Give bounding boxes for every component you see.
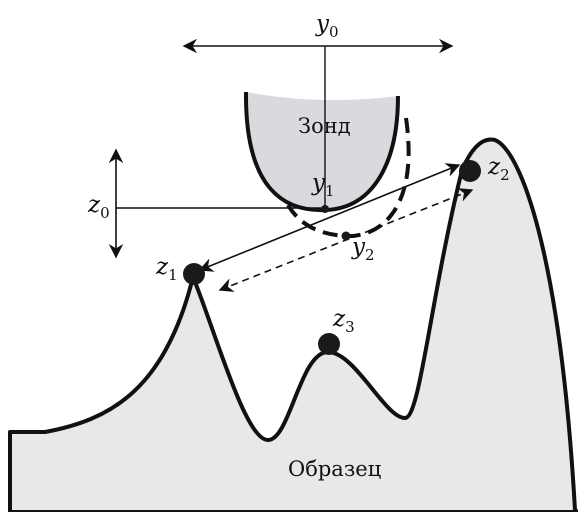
label-y1: y1: [311, 170, 335, 200]
label-y2: y2: [351, 234, 375, 264]
probe-label: Зонд: [298, 114, 351, 138]
point-z2: [459, 160, 481, 182]
label-z0: z0: [87, 192, 110, 222]
label-z3: z3: [332, 306, 355, 336]
label-z1: z1: [155, 254, 178, 284]
point-z3: [318, 333, 340, 355]
point-z1: [183, 263, 205, 285]
sample-label: Образец: [288, 457, 381, 481]
point-y1: [321, 205, 329, 213]
label-z2: z2: [487, 154, 510, 184]
label-y0: y0: [315, 11, 339, 41]
point-y2: [341, 231, 351, 241]
